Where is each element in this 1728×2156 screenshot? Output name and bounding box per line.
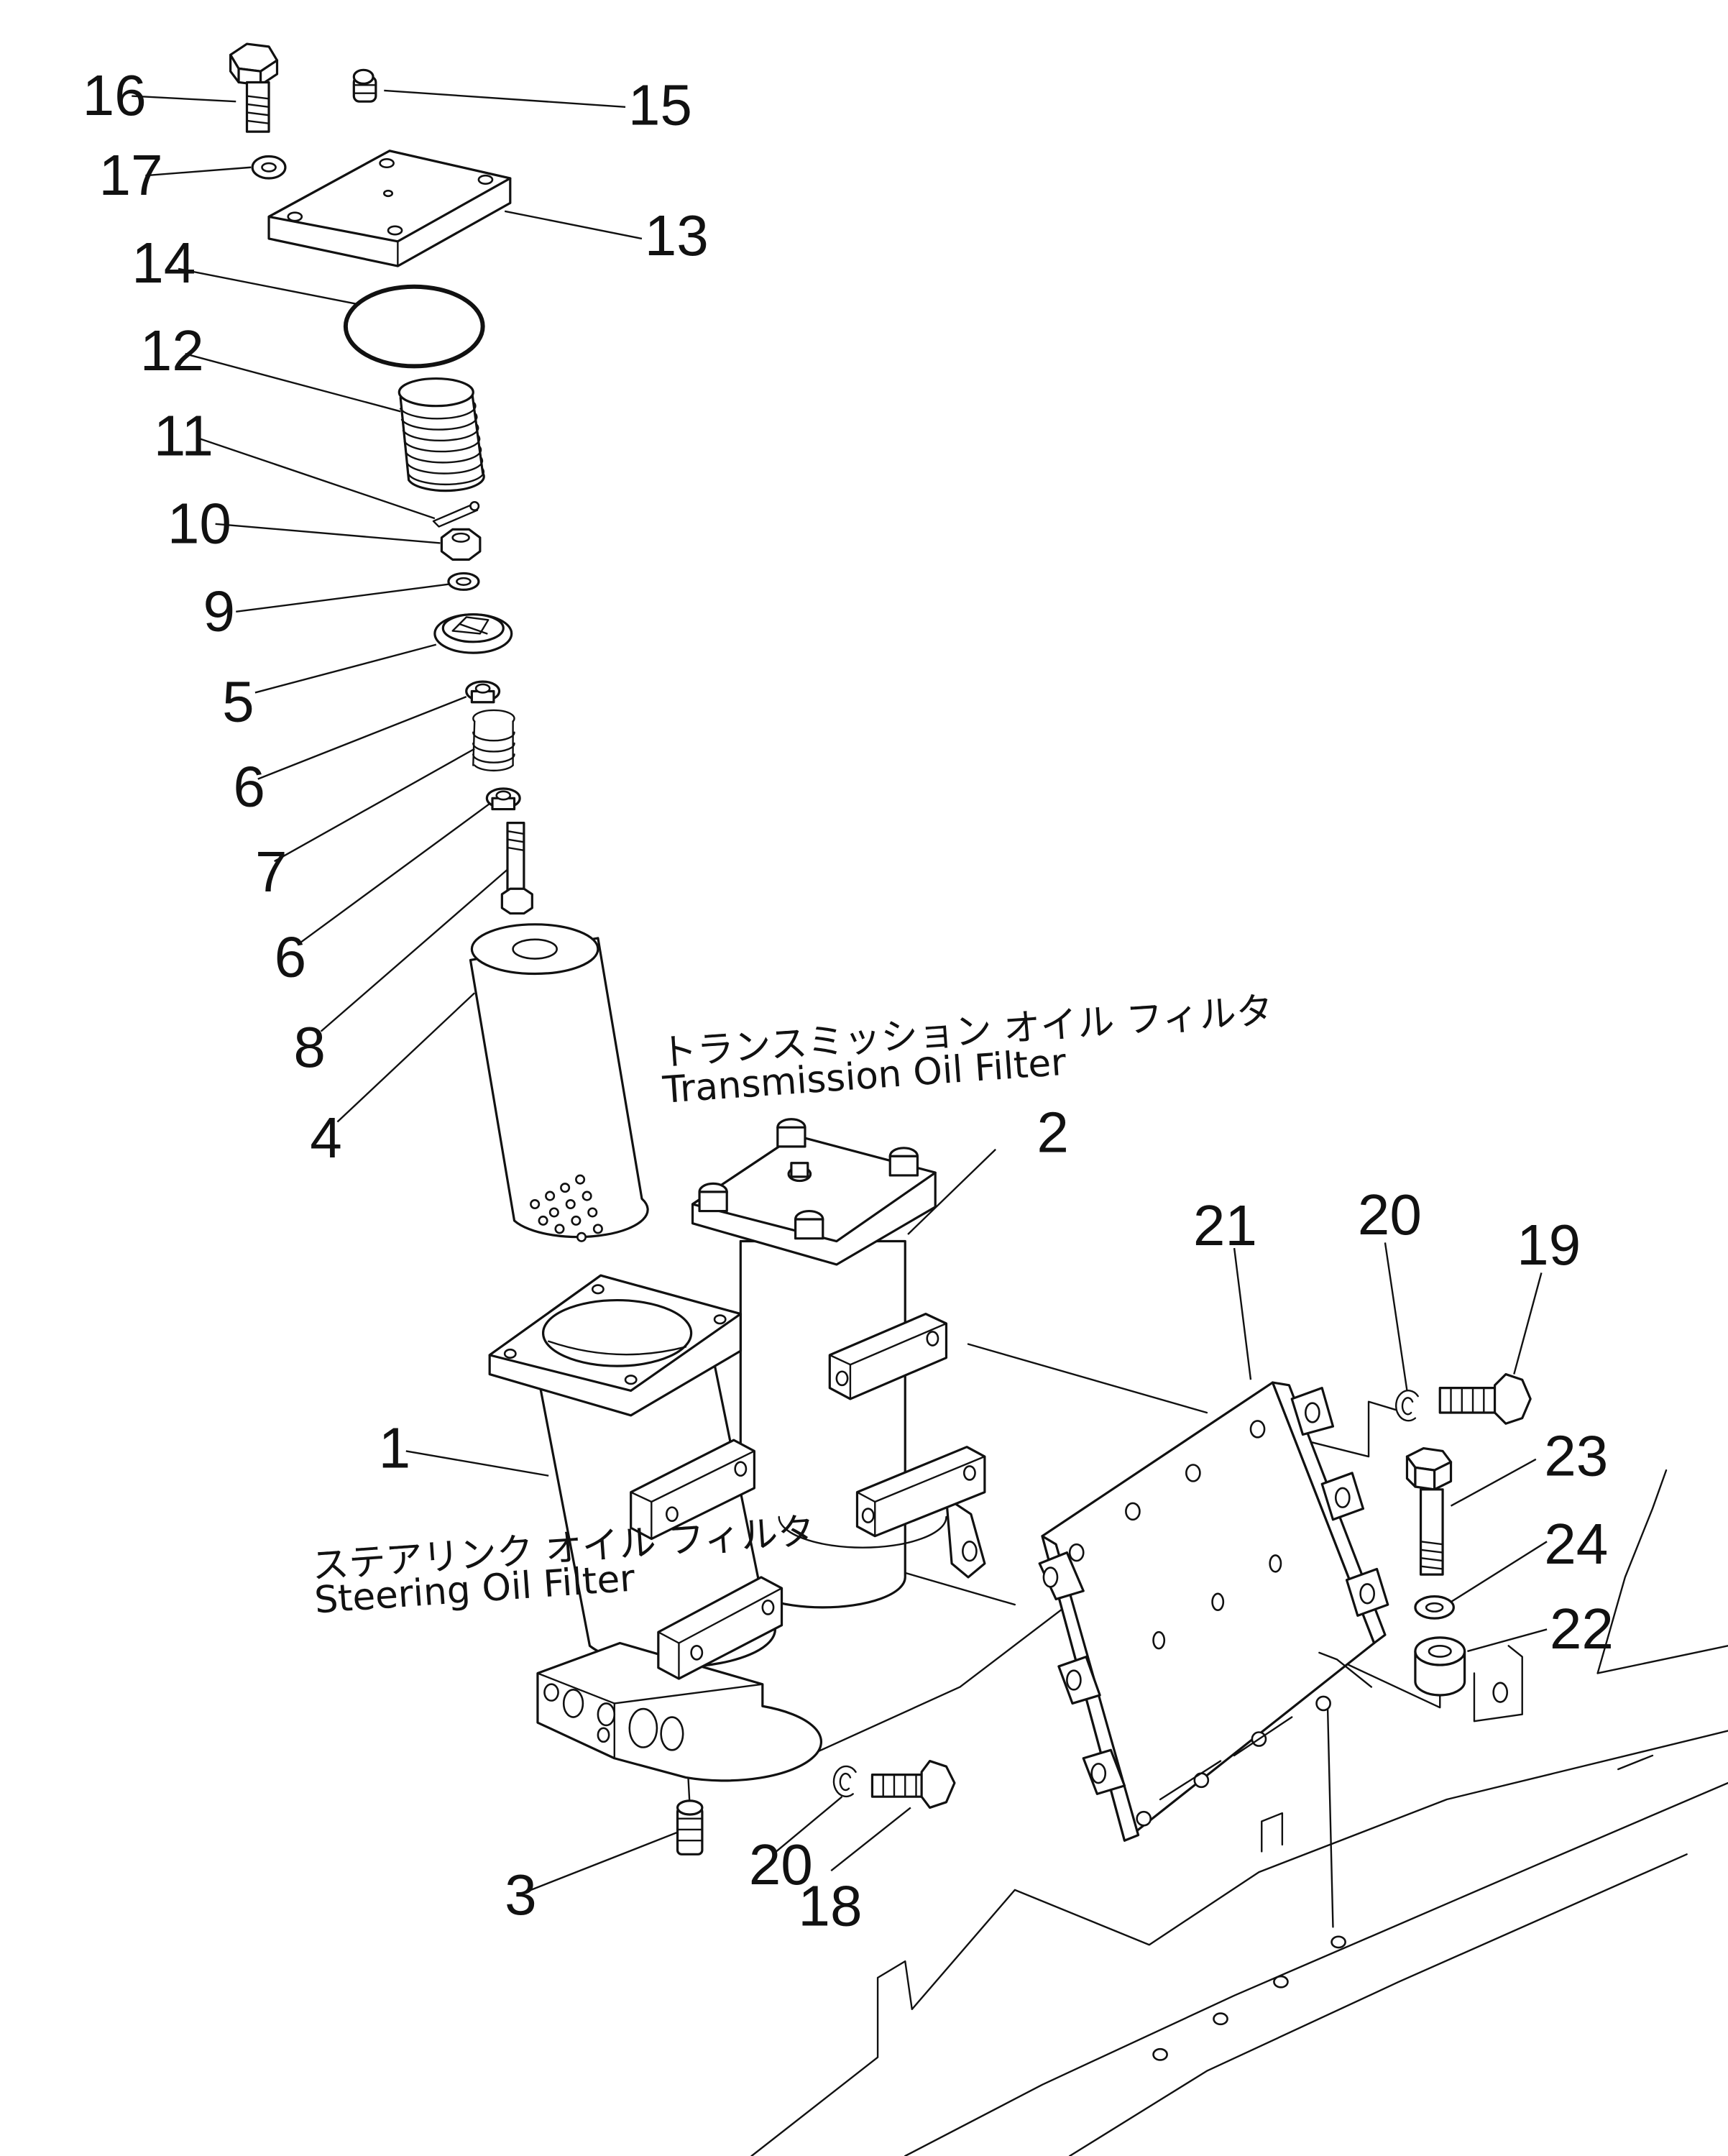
filter-perforation-dots xyxy=(530,1175,602,1242)
callout-20-lower: 20 xyxy=(749,1832,813,1896)
washer-24 xyxy=(1415,1597,1453,1619)
bolt-23 xyxy=(1407,1449,1451,1575)
callout-19: 19 xyxy=(1517,1212,1581,1277)
callout-15: 15 xyxy=(628,73,692,137)
callout-6-upper: 6 xyxy=(233,754,265,819)
bolt-19 xyxy=(1440,1375,1530,1424)
washer-20-lower xyxy=(834,1766,856,1797)
callout-3: 3 xyxy=(505,1862,537,1927)
valve-5 xyxy=(435,615,512,653)
bolt-16 xyxy=(231,44,277,132)
callout-23: 23 xyxy=(1544,1423,1608,1488)
callout-17: 17 xyxy=(98,142,162,207)
washer-17 xyxy=(252,156,285,178)
seat-6-lower xyxy=(487,789,520,809)
seat-6-upper xyxy=(467,682,500,702)
callout-12: 12 xyxy=(140,318,204,382)
callout-5: 5 xyxy=(222,669,254,733)
callout-labels: 16 15 17 13 14 12 11 10 9 5 6 7 6 8 4 2 … xyxy=(83,63,1614,1937)
leader-lines xyxy=(132,91,1547,1893)
callout-11: 11 xyxy=(154,403,213,467)
callout-7: 7 xyxy=(255,839,288,904)
callout-10: 10 xyxy=(167,490,231,555)
callout-4: 4 xyxy=(310,1105,342,1170)
spring-7 xyxy=(473,710,514,771)
nut-10 xyxy=(441,529,479,559)
o-ring-14 xyxy=(346,287,483,367)
callout-14: 14 xyxy=(132,230,196,295)
spacer-22 xyxy=(1415,1638,1465,1695)
callout-13: 13 xyxy=(645,203,709,267)
chassis-frame xyxy=(752,1470,1728,2156)
plug-3 xyxy=(678,1801,702,1854)
mounting-bracket xyxy=(1039,1382,1388,1840)
stud-8 xyxy=(502,823,532,914)
callout-24: 24 xyxy=(1544,1511,1608,1576)
washer-20-upper xyxy=(1396,1390,1418,1421)
callout-16: 16 xyxy=(83,63,147,127)
bolt-18 xyxy=(872,1761,954,1808)
pin-11 xyxy=(433,502,479,526)
callout-22: 22 xyxy=(1550,1596,1614,1661)
plug-15 xyxy=(354,70,376,101)
callout-20-upper: 20 xyxy=(1358,1182,1422,1247)
callout-8: 8 xyxy=(293,1014,326,1079)
callout-6-lower: 6 xyxy=(275,924,307,988)
washer-9 xyxy=(449,573,479,590)
callout-2: 2 xyxy=(1037,1100,1069,1165)
transmission-filter-housing xyxy=(693,1119,985,1607)
callout-9: 9 xyxy=(203,579,235,643)
spring-12 xyxy=(399,379,484,491)
steering-filter-housing xyxy=(490,1275,821,1781)
filter-element xyxy=(470,925,648,1242)
cover-13 xyxy=(269,151,510,266)
callout-21: 21 xyxy=(1193,1193,1257,1257)
callout-18: 18 xyxy=(798,1873,862,1937)
callout-1: 1 xyxy=(379,1415,411,1480)
